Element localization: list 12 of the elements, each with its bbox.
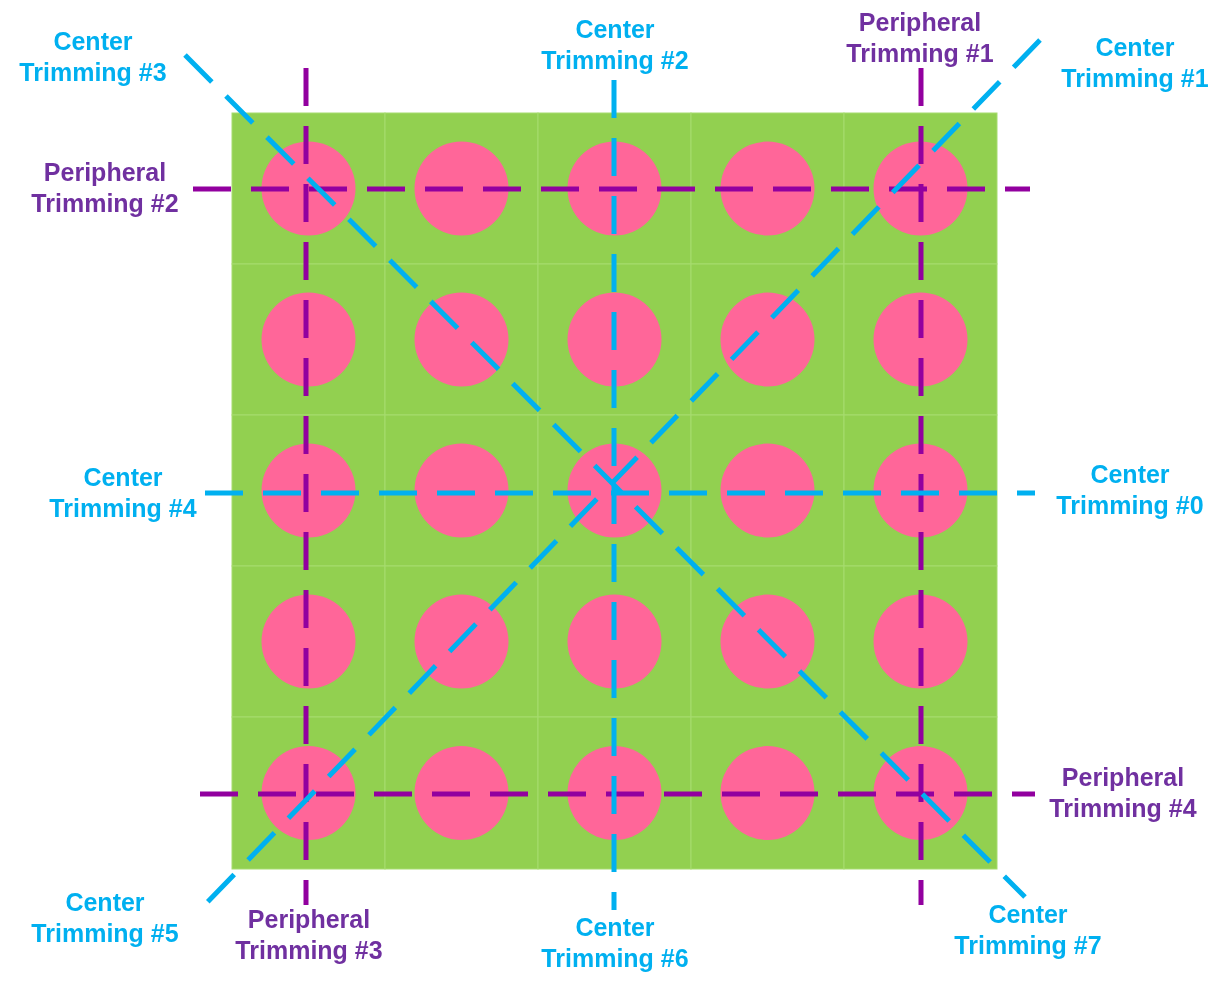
cut-line-label: Peripheral Trimming #2 [30,157,180,219]
cut-line-label: Center Trimming #6 [540,912,690,974]
cut-line-label: Peripheral Trimming #1 [845,7,995,69]
cut-line-label: Center Trimming #4 [48,462,198,524]
cut-line-label: Center Trimming #2 [540,14,690,76]
cut-line-label: Center Trimming #5 [30,887,180,949]
cut-line-label: Center Trimming #7 [953,899,1103,961]
cut-line-label: Center Trimming #3 [18,26,168,88]
cut-line-label: Peripheral Trimming #4 [1048,762,1198,824]
cut-line-label: Center Trimming #0 [1055,459,1205,521]
cut-line-label: Center Trimming #1 [1060,32,1210,94]
cut-line-label: Peripheral Trimming #3 [234,904,384,966]
